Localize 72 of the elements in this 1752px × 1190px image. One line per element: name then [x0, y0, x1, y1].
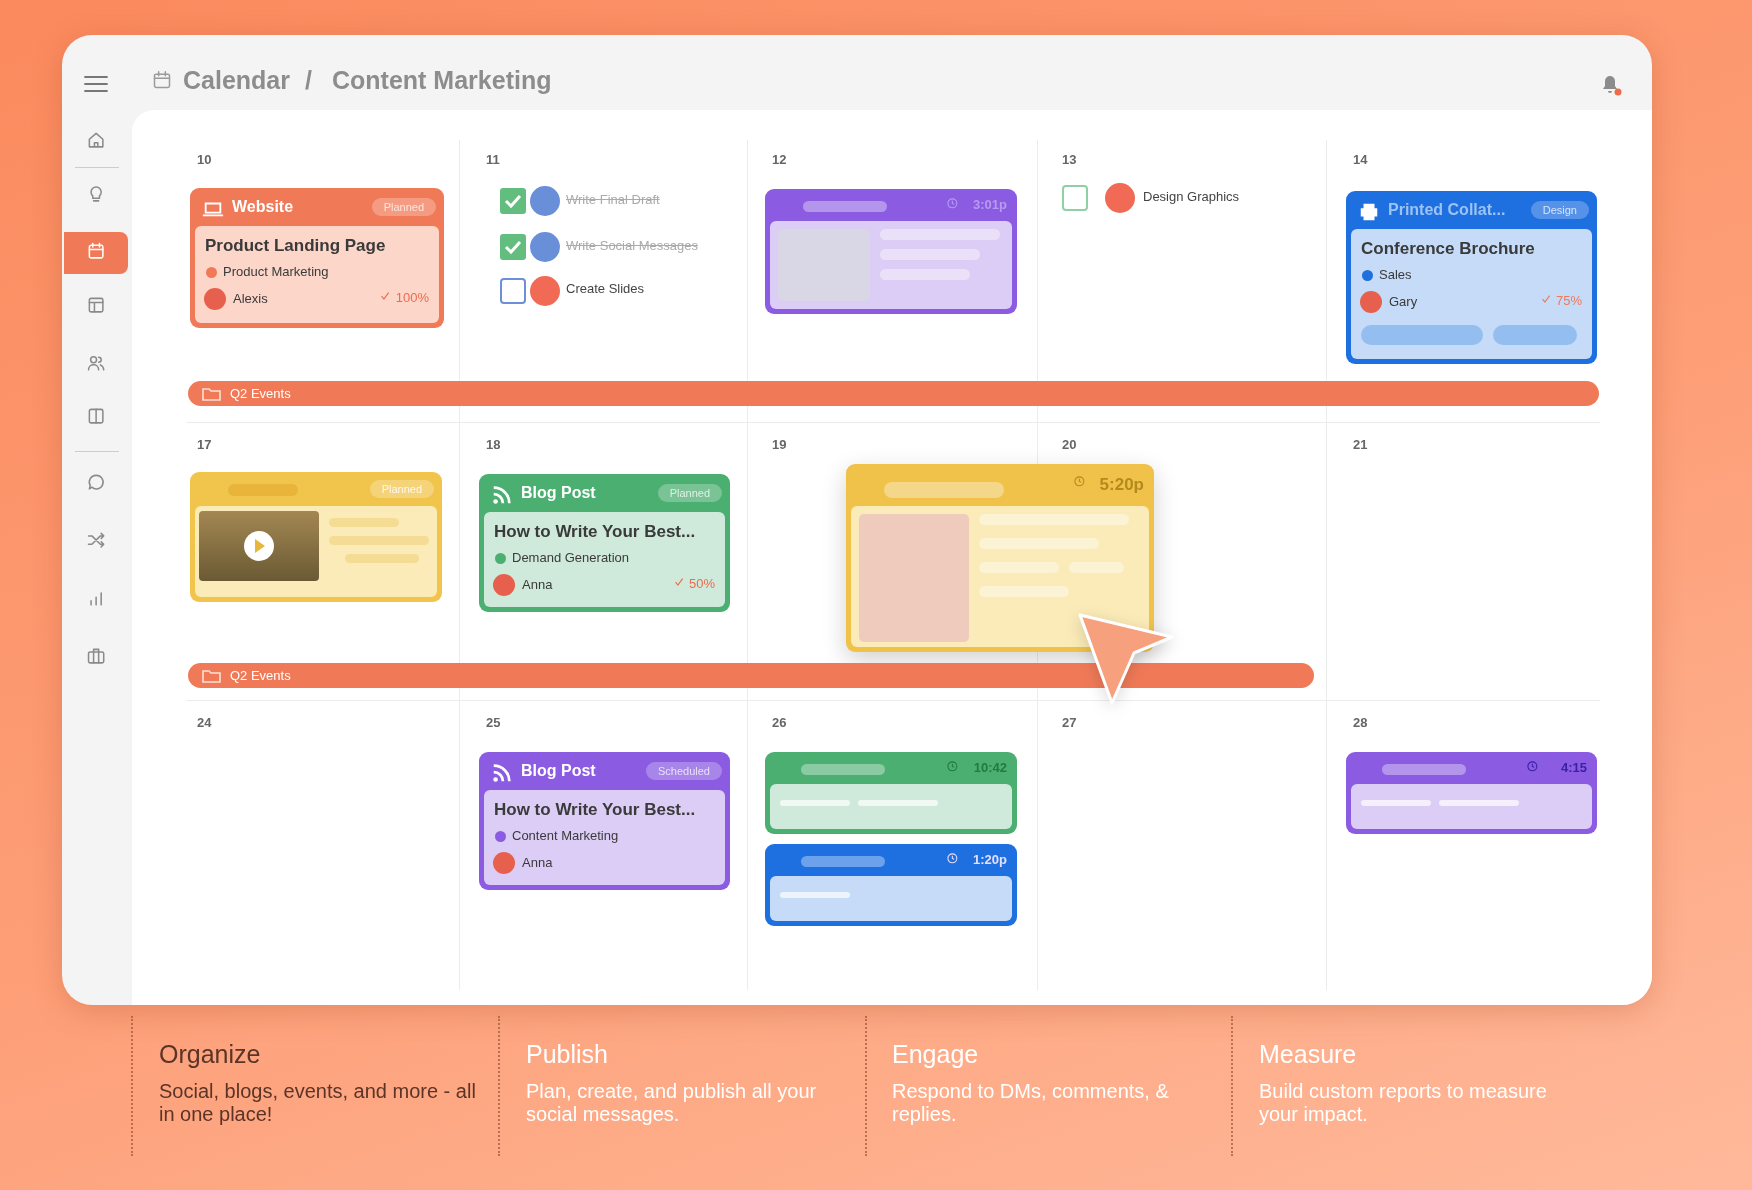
- day-number: 27: [1062, 715, 1077, 731]
- feature-heading: Publish: [526, 1039, 608, 1069]
- day-number: 28: [1353, 715, 1368, 731]
- day-number: 19: [772, 437, 787, 453]
- calendar-card: [1346, 191, 1597, 364]
- card-title: Conference Brochure: [1361, 239, 1535, 259]
- card-category: Blog Post: [521, 762, 596, 780]
- task-text: Design Graphics: [1143, 189, 1240, 205]
- calendar-card: [479, 474, 730, 612]
- scheduled-time: 4:15: [1560, 760, 1587, 775]
- event-label: Q2 Events: [230, 386, 291, 401]
- day-number: 11: [486, 152, 500, 168]
- progress-percent: 50%: [688, 576, 715, 591]
- card-category: Website: [232, 198, 294, 216]
- status-badge: Design: [1530, 201, 1589, 219]
- calendar-card: [479, 752, 730, 890]
- feature-heading: Organize: [159, 1039, 261, 1069]
- status-badge: Planned: [371, 198, 436, 216]
- card-title: Product Landing Page: [205, 236, 386, 256]
- task-text: Create Slides: [566, 281, 645, 297]
- card-title: How to Write Your Best...: [494, 522, 696, 542]
- day-number: 18: [486, 437, 501, 453]
- calendar-card: [765, 189, 1017, 314]
- status-badge: Planned: [369, 480, 434, 498]
- feature-description: Social, blogs, events, and more - all in one place!: [159, 1080, 477, 1126]
- assignee-name: Anna: [522, 577, 553, 592]
- calendar-card: [765, 844, 1017, 926]
- feature-heading: Engage: [892, 1039, 979, 1069]
- day-number: 10: [197, 152, 212, 168]
- day-number: 17: [197, 437, 212, 453]
- feature-description: Build custom reports to measure your impact.: [1259, 1080, 1548, 1126]
- tag-label: Content Marketing: [512, 828, 619, 843]
- status-badge: Planned: [657, 484, 722, 502]
- event-bar: [188, 663, 1314, 688]
- calendar-card: [846, 464, 1154, 652]
- calendar-card: [1346, 752, 1597, 834]
- scheduled-time: 5:20p: [1099, 475, 1144, 495]
- feature-description: Plan, create, and publish all your social messages.: [526, 1080, 818, 1126]
- assignee-name: Alexis: [233, 291, 268, 306]
- day-number: 24: [197, 715, 212, 731]
- breadcrumb-separator: /: [305, 65, 312, 95]
- day-number: 14: [1353, 152, 1368, 168]
- card-title: How to Write Your Best...: [494, 800, 696, 820]
- tag-label: Sales: [1379, 267, 1412, 282]
- event-bar: [188, 381, 1599, 406]
- calendar-card: [190, 472, 442, 602]
- calendar-card: [765, 752, 1017, 834]
- event-label: Q2 Events: [230, 668, 291, 683]
- task-text: Write Final Draft: [566, 192, 660, 208]
- day-number: 13: [1062, 152, 1077, 168]
- day-number: 12: [772, 152, 787, 168]
- day-number: 25: [486, 715, 501, 731]
- tag-label: Product Marketing: [223, 264, 329, 279]
- feature-heading: Measure: [1259, 1039, 1357, 1069]
- scheduled-time: 1:20p: [973, 852, 1007, 867]
- assignee-name: Gary: [1389, 294, 1418, 309]
- day-number: 26: [772, 715, 787, 731]
- day-number: 20: [1062, 437, 1077, 453]
- status-badge: Scheduled: [646, 762, 722, 780]
- progress-percent: 75%: [1555, 293, 1582, 308]
- progress-percent: 100%: [395, 290, 429, 305]
- day-number: 21: [1353, 437, 1368, 453]
- tag-label: Demand Generation: [512, 550, 630, 565]
- scheduled-time: 3:01p: [973, 197, 1007, 212]
- card-category: Blog Post: [521, 484, 596, 502]
- page-title: Content Marketing: [332, 65, 552, 95]
- breadcrumb-item: Calendar: [183, 65, 290, 95]
- assignee-name: Anna: [522, 855, 553, 870]
- task-text: Write Social Messages: [566, 238, 698, 254]
- feature-description: Respond to DMs, comments, & replies.: [892, 1080, 1170, 1126]
- calendar-card: [190, 188, 444, 328]
- card-category: Printed Collat...: [1388, 201, 1506, 219]
